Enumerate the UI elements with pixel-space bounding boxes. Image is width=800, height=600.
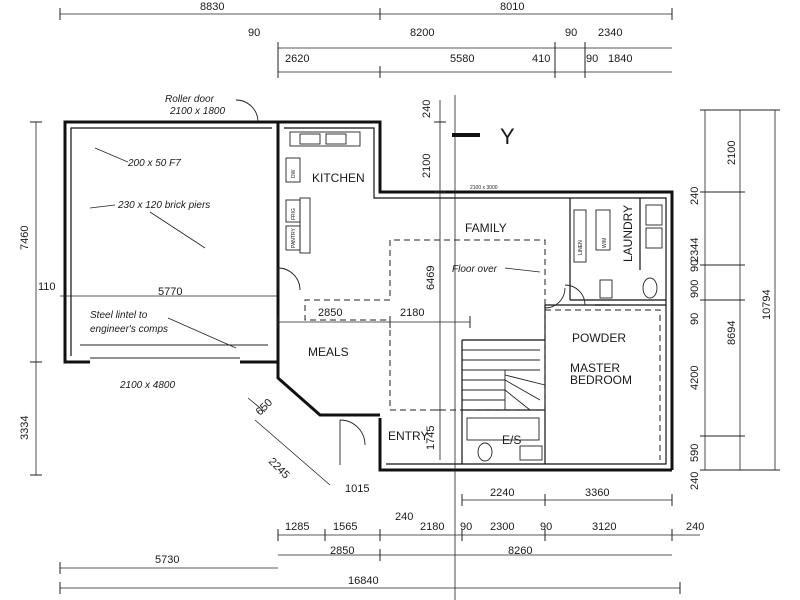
dim-110: 110: [38, 281, 56, 293]
dim-2344: 2344: [689, 238, 701, 262]
dim-5730: 5730: [155, 554, 179, 566]
dim-5580: 5580: [450, 53, 474, 65]
floor-over-outline-2: [545, 309, 661, 460]
annotations: Roller door 2100 x 1800 200 x 50 F7 230 …: [89, 94, 541, 391]
dim-2245: 2245: [266, 456, 292, 482]
dim-90-right-a: 90: [689, 260, 701, 272]
dim-2240: 2240: [490, 487, 514, 499]
dim-90-bottom-a: 90: [460, 521, 472, 533]
dim-90-c: 90: [586, 53, 598, 65]
note-steel-lintel-2: engineer's comps: [90, 324, 168, 335]
note-beam: 200 x 50 F7: [127, 158, 181, 169]
dim-240-mid: 240: [421, 100, 433, 118]
fixture-dw: DW: [291, 169, 297, 178]
dim-900: 900: [689, 280, 701, 298]
dim-240-bottom-a: 240: [395, 511, 413, 523]
stairs: [462, 349, 546, 411]
dim-1840: 1840: [608, 53, 632, 65]
section-marker: Y: [500, 124, 515, 149]
room-ensuite: E/S: [502, 433, 521, 447]
south-wall: [378, 418, 672, 472]
wet-area-fixtures: [466, 204, 663, 462]
toilet-powder: [642, 277, 658, 299]
dim-590: 590: [689, 444, 701, 462]
dim-2620: 2620: [285, 53, 309, 65]
doors: [235, 99, 586, 465]
note-brick-piers: 230 x 120 brick piers: [117, 200, 210, 211]
dim-2340: 2340: [598, 27, 622, 39]
fixture-wm: W/M: [602, 238, 608, 248]
dim-1015: 1015: [345, 483, 369, 495]
dim-90-bottom-b: 90: [540, 521, 552, 533]
fixture-labels: DW FRIG PANTRY LINEN W/M: [291, 169, 608, 255]
dim-8830: 8830: [200, 1, 224, 13]
dim-410: 410: [532, 53, 550, 65]
note-floor-over: Floor over: [452, 264, 498, 275]
note-window-garage: 2100 x 4800: [119, 380, 175, 391]
fixture-linen: LINEN: [578, 240, 584, 255]
entry-diagonal-wall: [276, 362, 380, 417]
dim-8694: 8694: [726, 321, 738, 345]
dim-10794: 10794: [761, 289, 773, 320]
dim-650: 650: [254, 397, 275, 418]
dim-2850-bottom: 2850: [330, 545, 354, 557]
dim-2180-mid: 2180: [400, 307, 424, 319]
dim-90-b: 90: [565, 27, 577, 39]
room-master-2: BEDROOM: [570, 373, 632, 387]
dim-90-right-b: 90: [689, 313, 701, 325]
dishwasher: [285, 157, 301, 183]
dim-90-a: 90: [248, 27, 260, 39]
north-inner-wall: [284, 127, 667, 465]
room-laundry: LAUNDRY: [621, 205, 635, 262]
kitchen-fixtures: [285, 131, 361, 254]
room-powder: POWDER: [572, 331, 626, 345]
dim-8200: 8200: [410, 27, 434, 39]
dim-6469: 6469: [425, 266, 437, 290]
note-roller-door: Roller door: [165, 94, 215, 105]
room-meals: MEALS: [308, 345, 349, 359]
dimension-lines: [30, 8, 780, 594]
fixture-frig: FRIG: [291, 208, 297, 220]
garage-inner-wall: [70, 127, 272, 356]
dim-4200: 4200: [689, 366, 701, 390]
dim-8260: 8260: [508, 545, 532, 557]
note-window-family: 2100 x 3000: [470, 185, 498, 191]
garage-wall: [63, 120, 280, 364]
room-labels: KITCHEN FAMILY MEALS LAUNDRY POWDER MAST…: [308, 171, 635, 447]
dim-1565: 1565: [333, 521, 357, 533]
kitchen-north-wall: [278, 120, 674, 470]
dim-2180-bottom: 2180: [420, 521, 444, 533]
section-line: Y: [452, 95, 515, 600]
toilet-ensuite: [477, 442, 493, 462]
dimension-text: 8830 8010 90 8200 90 2340 2620 5580 410 …: [19, 1, 773, 587]
dim-2100-right: 2100: [726, 141, 738, 165]
dim-240-bottom-b: 240: [686, 521, 704, 533]
room-kitchen: KITCHEN: [312, 171, 365, 185]
note-roller-door-size: 2100 x 1800: [169, 106, 225, 117]
dim-3120: 3120: [592, 521, 616, 533]
dim-2300: 2300: [490, 521, 514, 533]
room-entry: ENTRY: [388, 429, 428, 443]
dim-240-right-a: 240: [689, 187, 701, 205]
dim-240-right-b: 240: [689, 472, 701, 490]
room-master-1: MASTER: [570, 361, 620, 375]
floor-over-outline: [304, 239, 546, 411]
room-family: FAMILY: [465, 221, 507, 235]
dim-3334: 3334: [19, 416, 31, 440]
dim-2100-mid: 2100: [421, 154, 433, 178]
dim-3360: 3360: [585, 487, 609, 499]
dim-8010: 8010: [500, 1, 524, 13]
note-steel-lintel-1: Steel lintel to: [90, 310, 148, 321]
dim-2850-mid: 2850: [318, 307, 342, 319]
dim-1285: 1285: [285, 521, 309, 533]
dim-7460: 7460: [19, 226, 31, 250]
dim-16840: 16840: [348, 575, 379, 587]
dim-1745: 1745: [425, 426, 437, 450]
dim-5770: 5770: [158, 286, 182, 298]
fixture-pantry: PANTRY: [291, 228, 297, 248]
